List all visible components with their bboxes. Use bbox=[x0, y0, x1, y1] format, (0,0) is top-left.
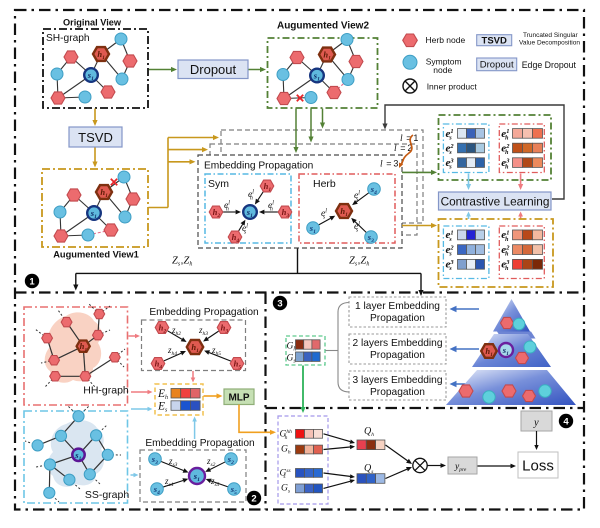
svg-text:Propagation: Propagation bbox=[370, 387, 425, 398]
svg-text:= 3: = 3 bbox=[385, 159, 399, 169]
svg-text:e1h: e1h bbox=[501, 229, 509, 243]
svg-text:4: 4 bbox=[563, 416, 569, 427]
svg-text:Dropout: Dropout bbox=[190, 62, 237, 77]
svg-text:Augumented View1: Augumented View1 bbox=[53, 250, 139, 260]
svg-text:Augumented View2: Augumented View2 bbox=[277, 21, 369, 32]
svg-text:Contrastive Learning: Contrastive Learning bbox=[441, 194, 550, 208]
svg-text:Embedding Propagation: Embedding Propagation bbox=[149, 307, 258, 318]
svg-text:SS-graph: SS-graph bbox=[85, 489, 130, 501]
svg-text:1: 1 bbox=[29, 276, 35, 287]
svg-text:Loss: Loss bbox=[522, 458, 554, 475]
svg-text:y: y bbox=[533, 418, 539, 429]
svg-text:Edge Dropout: Edge Dropout bbox=[522, 60, 577, 70]
svg-text:SH-graph: SH-graph bbox=[46, 33, 90, 44]
svg-text:e1h: e1h bbox=[501, 128, 509, 142]
svg-text:l: l bbox=[380, 160, 383, 170]
svg-text:3 layers Embedding: 3 layers Embedding bbox=[352, 375, 442, 386]
svg-text:TSVD: TSVD bbox=[78, 130, 113, 145]
svg-text:= 1: = 1 bbox=[405, 133, 419, 143]
svg-text:MLP: MLP bbox=[228, 393, 249, 404]
svg-text:Truncated Singular: Truncated Singular bbox=[523, 32, 579, 39]
svg-text:1 layer Embedding: 1 layer Embedding bbox=[355, 301, 440, 312]
svg-text:Inner product: Inner product bbox=[427, 82, 478, 92]
svg-text:Sym: Sym bbox=[208, 178, 229, 190]
svg-text:3: 3 bbox=[277, 298, 282, 309]
svg-text:Herb node: Herb node bbox=[426, 35, 466, 45]
svg-text:Value Decomposition: Value Decomposition bbox=[519, 39, 580, 46]
svg-text:Original View: Original View bbox=[63, 18, 122, 28]
svg-text:2 layers Embedding: 2 layers Embedding bbox=[352, 338, 442, 349]
svg-text:Herb: Herb bbox=[313, 178, 336, 190]
svg-text:Propagation: Propagation bbox=[370, 350, 425, 361]
svg-text:Embedding Propagation: Embedding Propagation bbox=[145, 438, 254, 449]
svg-text:HH-graph: HH-graph bbox=[83, 385, 129, 397]
svg-text:Propagation: Propagation bbox=[370, 313, 425, 324]
svg-text:node: node bbox=[433, 65, 452, 75]
svg-text:Embedding Propagation: Embedding Propagation bbox=[204, 161, 313, 172]
svg-text:l: l bbox=[394, 144, 397, 154]
svg-text:Dropout: Dropout bbox=[480, 60, 514, 71]
svg-text:2: 2 bbox=[251, 493, 256, 504]
svg-text:TSVD: TSVD bbox=[482, 35, 507, 46]
